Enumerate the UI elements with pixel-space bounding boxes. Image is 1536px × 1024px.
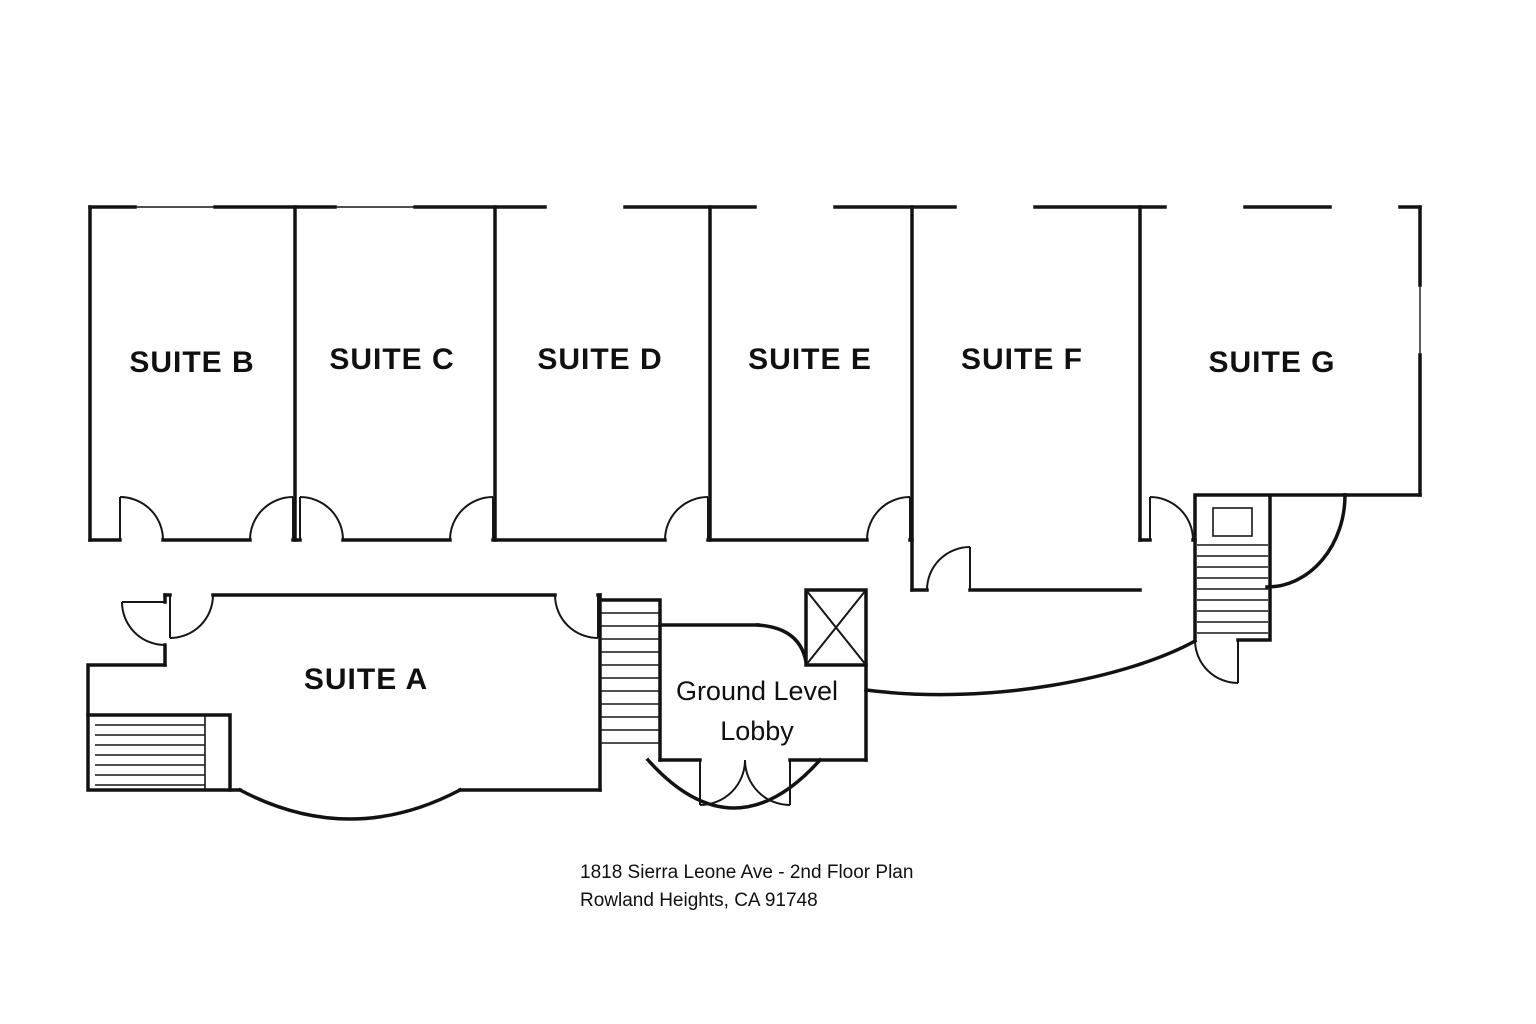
- lobby-curved-wall: [756, 623, 809, 665]
- elevator-x-mark: [805, 589, 867, 666]
- suite-a-bay-curve: [237, 787, 463, 821]
- caption-line-2: Rowland Heights, CA 91748: [580, 890, 818, 911]
- right-stairwell: [1193, 493, 1347, 642]
- door-suite-b-left: [119, 496, 164, 541]
- door-suite-e: [866, 496, 911, 541]
- door-suite-f: [926, 546, 971, 591]
- stair-treads: [95, 724, 205, 786]
- lobby-label-line1: Ground Level: [676, 676, 838, 706]
- suite-a-label: SUITE A: [304, 663, 428, 696]
- annex-walls: [86, 663, 242, 792]
- stairs-center-icon: [600, 612, 660, 744]
- entrance-canopy-curve: [645, 757, 823, 810]
- door-swings: [119, 496, 1239, 806]
- stair-treads: [600, 612, 660, 744]
- entrance-door-right: [744, 759, 791, 806]
- door-suite-a-right: [554, 594, 599, 639]
- elevator-shaft: [804, 588, 868, 667]
- entrance-door-left: [699, 759, 746, 806]
- door-stairwell: [1194, 639, 1239, 684]
- stairwell-walls: [1193, 493, 1347, 642]
- door-suite-c-left: [299, 496, 344, 541]
- curved-corridor-wall: [1265, 493, 1347, 589]
- caption-line-1: 1818 Sierra Leone Ave - 2nd Floor Plan: [580, 862, 913, 883]
- suite-f-label: SUITE F: [961, 343, 1083, 376]
- door-suite-a-left: [169, 594, 214, 639]
- stair-landing: [1212, 507, 1253, 537]
- center-stairs: [598, 598, 662, 762]
- stairs-left-icon: [95, 715, 206, 790]
- suite-b-label: SUITE B: [129, 346, 254, 379]
- annex-stair-enclosure: [86, 713, 232, 792]
- suite-d-label: SUITE D: [537, 343, 662, 376]
- stairs-right-icon: [1197, 507, 1268, 634]
- suite-g-label: SUITE G: [1208, 346, 1335, 379]
- door-suite-b-right: [249, 496, 294, 541]
- door-suite-g: [1149, 496, 1194, 541]
- suite-e-label: SUITE E: [748, 343, 872, 376]
- corridor-curved-wall: [864, 638, 1198, 697]
- suite-divider-walls: [293, 205, 1142, 592]
- door-suite-c-right: [449, 496, 494, 541]
- suite-c-label: SUITE C: [329, 343, 454, 376]
- door-suite-d: [664, 496, 709, 541]
- elevator-icon: [804, 588, 868, 667]
- center-stair-walls: [598, 598, 662, 762]
- suite-a-walls: [86, 593, 602, 821]
- door-annex: [121, 601, 166, 646]
- stair-treads: [1197, 544, 1268, 634]
- lobby-label-line2: Lobby: [720, 716, 794, 746]
- upper-band-walls: [88, 205, 1422, 592]
